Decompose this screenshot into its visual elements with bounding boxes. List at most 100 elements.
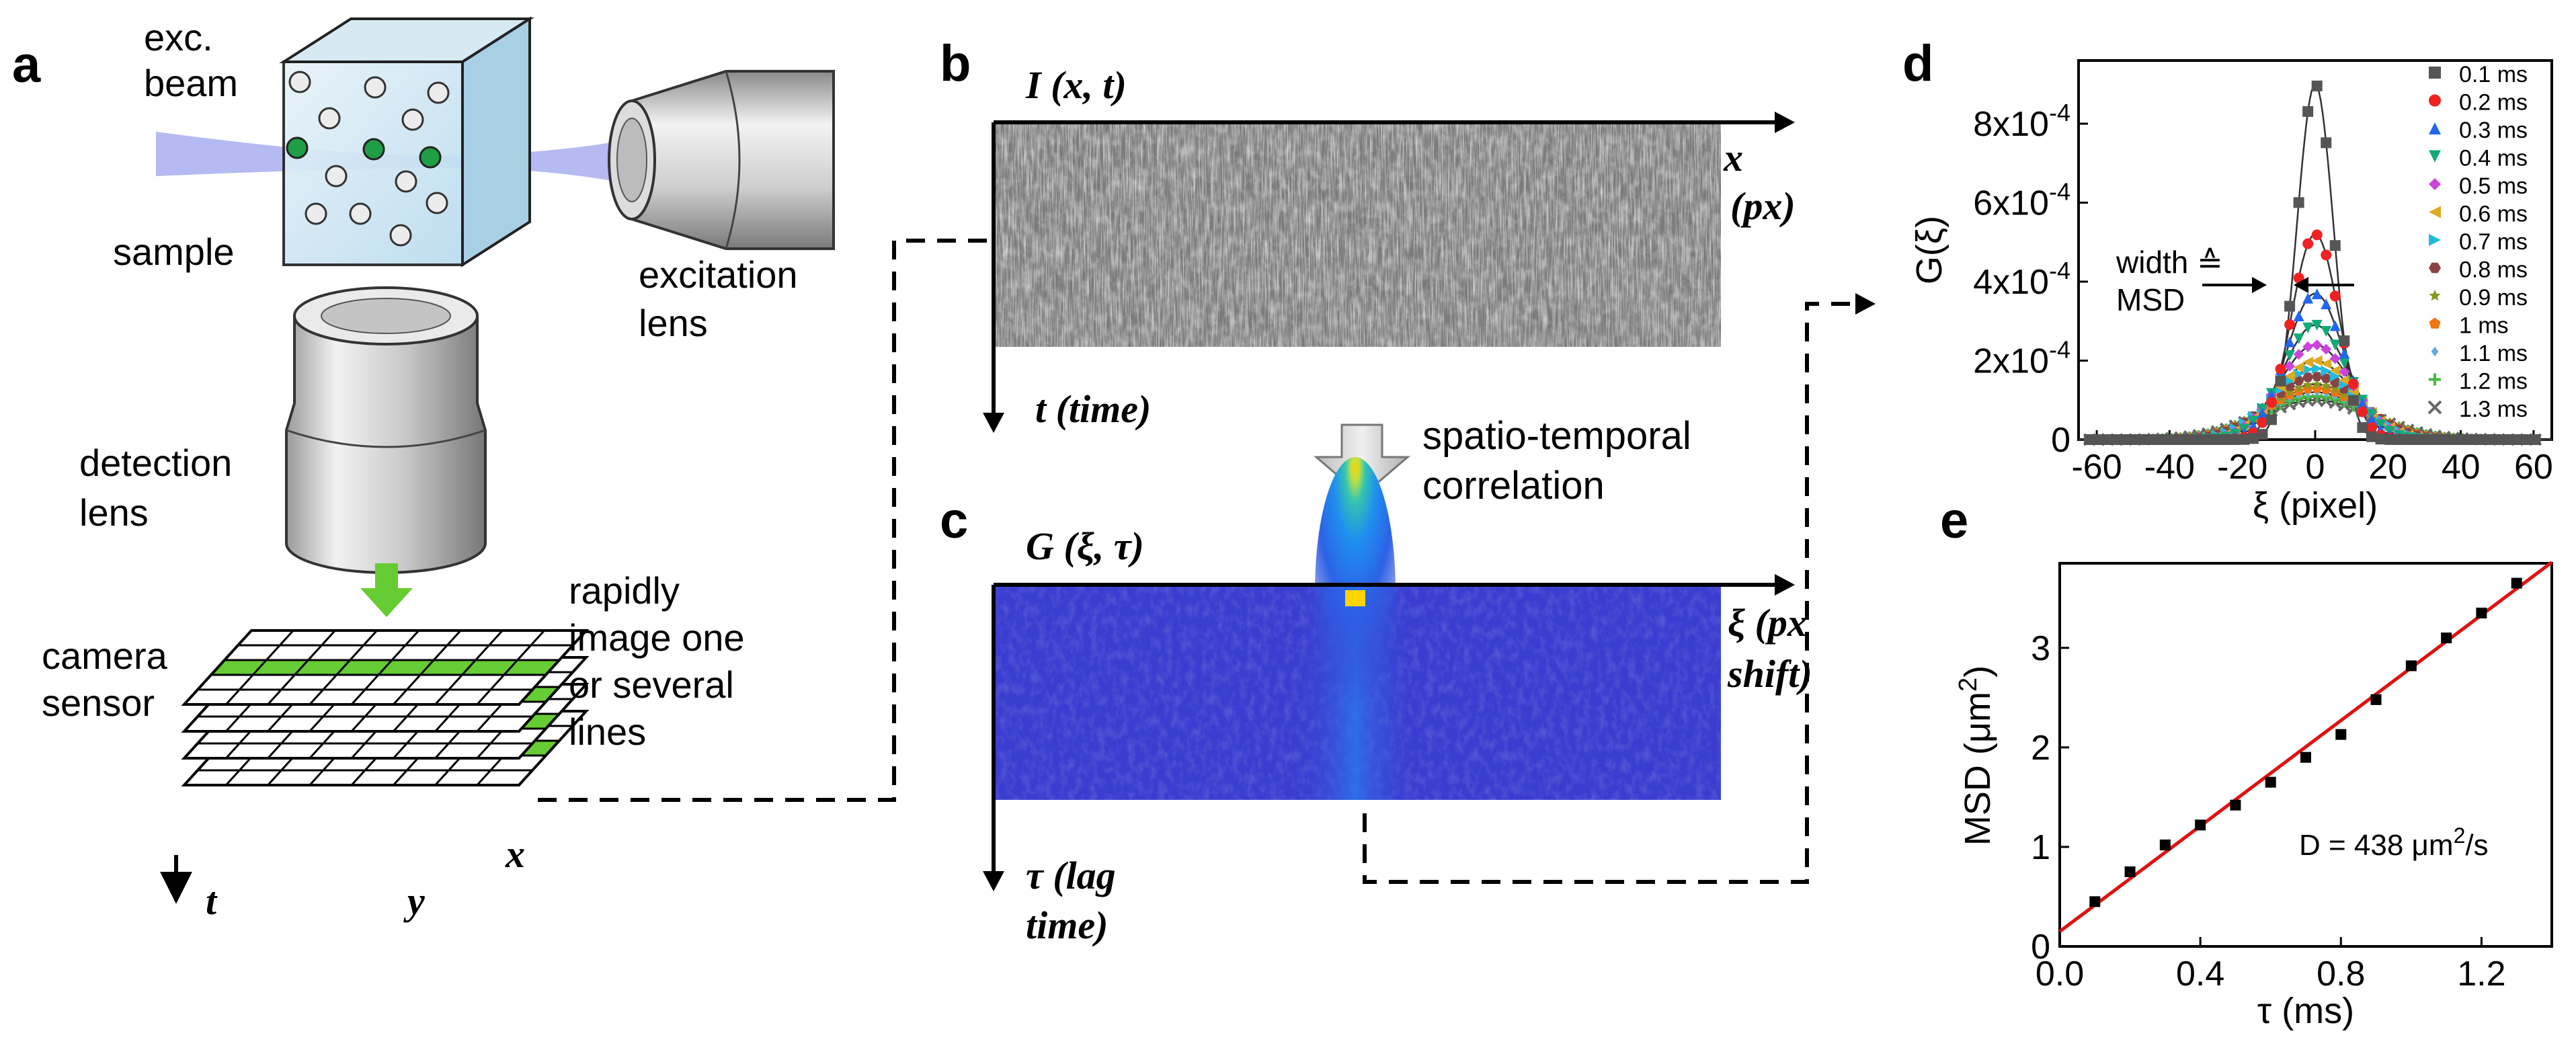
chart-d-point [2329, 320, 2341, 331]
chart-d-point [2339, 374, 2350, 386]
chart-d-point [2247, 433, 2259, 444]
sensor-axis-y: y [403, 879, 425, 923]
chart-d-point [2302, 341, 2314, 352]
chart-e-point [2089, 896, 2101, 907]
chart-d-point [2503, 434, 2514, 445]
chart-d-point [2329, 240, 2341, 251]
panel-a-letter: a [12, 36, 41, 93]
chart-e-point [2124, 866, 2136, 877]
c-tau-label-1: τ (lag [1026, 854, 1116, 897]
chart-d-point [2294, 382, 2304, 393]
sensor-grid-line [393, 629, 462, 706]
chart-e-point [2335, 729, 2347, 740]
chart-d-legend-marker [2427, 400, 2442, 415]
chart-d-point [2448, 434, 2459, 445]
detection-lens [285, 286, 487, 574]
chart-d-point [2312, 378, 2323, 389]
rapid-label-1: rapidly [569, 569, 680, 612]
chart-e-ylabel: MSD (μm2) [1954, 665, 1998, 846]
panel-b: b I (x, t) x (px) t (time) [940, 35, 1796, 433]
chart-d-point [2321, 137, 2332, 149]
chart-d-point [2284, 319, 2296, 330]
chart-d-point [2329, 365, 2341, 376]
chart-d-point [2311, 288, 2323, 300]
chart-d-point [2138, 434, 2150, 445]
chart-d-point [2357, 397, 2368, 409]
panel-c-letter: c [940, 492, 968, 549]
correlation-label-1: spatio-temporal [1422, 414, 1691, 458]
chart-d-point [2193, 434, 2204, 445]
chart-d-point [2339, 366, 2350, 377]
camera-sensor-label-2: sensor [42, 682, 155, 724]
chart-e-point [2300, 751, 2311, 763]
chart-d-legend-label: 0.9 ms [2459, 285, 2528, 311]
sensor-grid-line [434, 629, 504, 706]
chart-e-ytick-label: 1 [2031, 828, 2050, 867]
chart-d-point [2375, 434, 2386, 445]
chart-d-point [2157, 434, 2168, 445]
chart-d-point [2175, 434, 2186, 445]
chart-d-point [2311, 339, 2323, 351]
chart-e-point [2370, 694, 2382, 705]
chart-d-point [2321, 384, 2331, 394]
chart-d-point [2275, 376, 2286, 387]
chart-d-point [2166, 434, 2177, 445]
chart-d-point [2120, 434, 2132, 445]
chart-d-point [2302, 322, 2314, 333]
camera-sensor-label-1: camera [42, 635, 168, 677]
chart-d-point [2321, 365, 2332, 376]
particle [349, 202, 372, 225]
panel-c: c G (ξ, τ) 0 ξ (px shift) τ (lag time) [940, 457, 1812, 947]
chart-e-ytick-label: 0 [2031, 928, 2050, 967]
chart-d-point [2311, 229, 2323, 241]
chart-d-point [2284, 386, 2295, 397]
chart-d-point [2321, 298, 2332, 310]
chart-d-point [2439, 434, 2450, 445]
emission-arrow [360, 563, 413, 617]
chart-d-point [2321, 343, 2332, 355]
detection-lens-label-1: detection [79, 442, 232, 484]
chart-d-point [2339, 335, 2350, 346]
chart-d-point [2339, 358, 2350, 369]
particle [305, 202, 327, 225]
chart-d-point [2530, 434, 2541, 445]
chart-d-annotation-2: MSD [2116, 282, 2185, 317]
chart-d-point [2284, 370, 2296, 382]
chart-e-point [2230, 799, 2241, 811]
chart-d-point [2357, 406, 2368, 417]
chart-d-legend: 0.1 ms0.2 ms0.3 ms0.4 ms0.5 ms0.6 ms0.7 … [2427, 62, 2528, 422]
chart-d-xtick-label: -60 [2071, 448, 2122, 487]
chart-e-point [2265, 776, 2276, 788]
chart-d-point [2475, 434, 2487, 445]
chart-d-point [2257, 429, 2268, 440]
particle [364, 76, 387, 99]
detection-lens-label-2: lens [79, 491, 149, 534]
chart-d-legend-marker [2429, 94, 2441, 107]
chart-d-ytick-label: 2x10-4 [1973, 336, 2070, 381]
camera-sensor-stack [181, 629, 590, 786]
chart-d-legend-label: 0.8 ms [2459, 257, 2528, 283]
chart-d-legend-label: 0.2 ms [2459, 90, 2528, 116]
excitation-lens-label-1: excitation [639, 253, 798, 296]
chart-d-legend-marker [2429, 122, 2441, 134]
chart-d-point [2302, 379, 2313, 390]
chart-d-point [2321, 249, 2332, 261]
chart-d-xtick-label: -20 [2217, 448, 2267, 487]
chart-d-point [2329, 370, 2341, 382]
chart-d-point [2521, 434, 2532, 445]
chart-d-legend-label: 1.2 ms [2459, 369, 2528, 395]
chart-d-legend-label: 0.7 ms [2459, 229, 2528, 255]
chart-d-legend-marker [2429, 373, 2441, 386]
particle [318, 107, 341, 130]
chart-d-point [2311, 355, 2323, 366]
chart-d-point [2302, 292, 2314, 304]
chart-d-point [2239, 434, 2250, 445]
chart-d-point [2293, 333, 2304, 345]
particle [389, 224, 412, 247]
chart-e-xtick-label: 0.0 [2036, 954, 2084, 993]
b-t-label: t (time) [1035, 387, 1151, 431]
chart-d-point [2302, 238, 2314, 249]
chart-d-point [2311, 372, 2323, 381]
